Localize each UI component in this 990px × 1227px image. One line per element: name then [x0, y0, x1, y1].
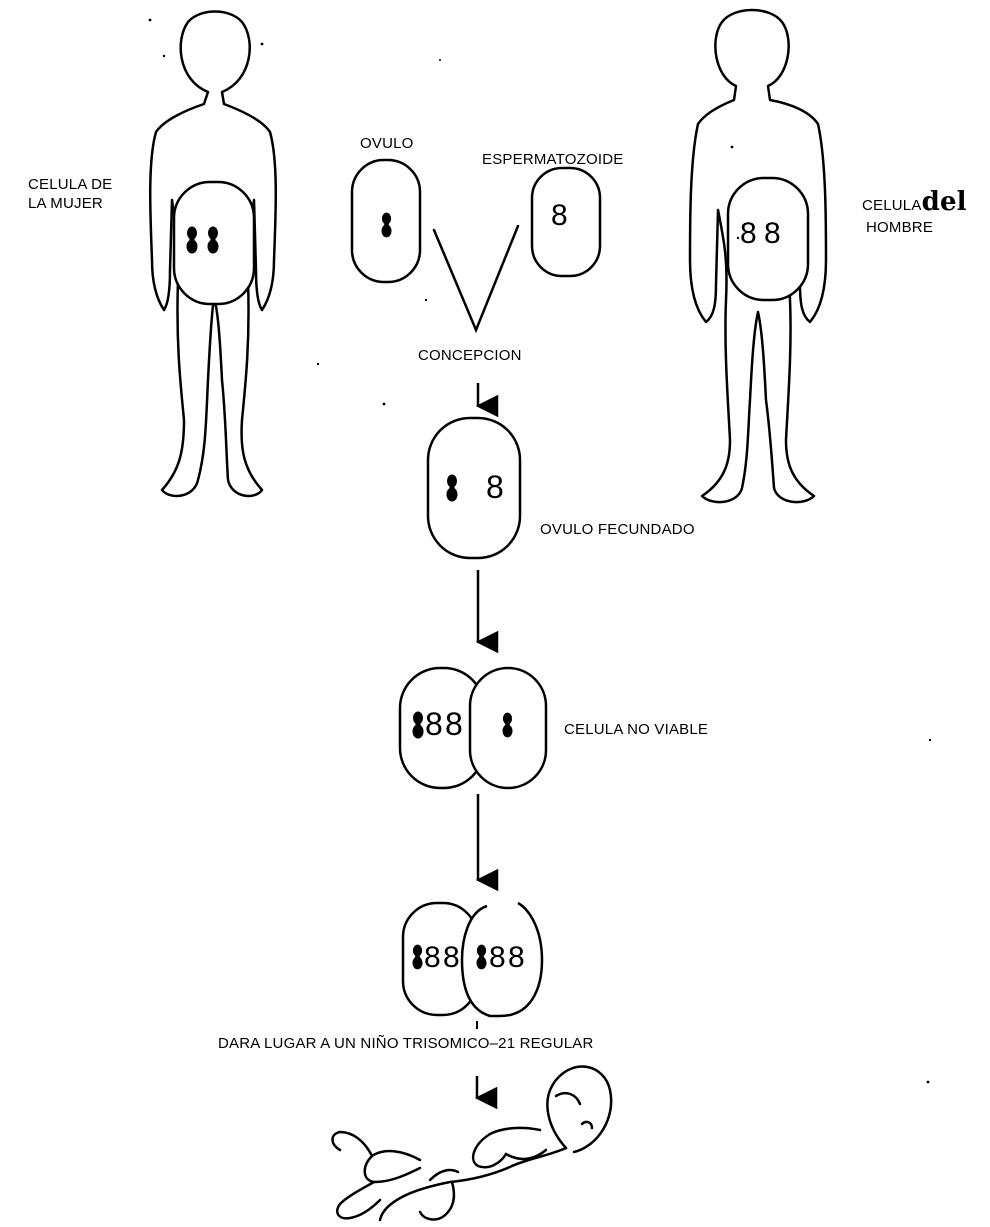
conception-label: CONCEPCION: [418, 346, 522, 365]
fertilized-ovum-cell: [428, 418, 520, 558]
chromosome-icon: 8: [551, 199, 568, 233]
chromosome-icon: 8: [443, 941, 460, 975]
chromosome-icon: 8: [425, 706, 443, 742]
nonviable-cell-label: CELULA NO VIABLE: [564, 720, 708, 739]
chromosome-icon: 8: [508, 941, 525, 975]
chromosome-icon: 8: [764, 217, 781, 251]
chromosome-icon: 8: [445, 706, 463, 742]
chromosome-icon: 8: [424, 941, 441, 975]
chromosome-icon: 8: [486, 469, 504, 505]
fertilized-ovum-label: OVULO FECUNDADO: [540, 520, 695, 539]
chromosome-icon: 8: [489, 941, 506, 975]
man-cell-label-suffix: del: [922, 187, 967, 217]
ovum-cell: [352, 160, 420, 282]
chromosome-icon: 8: [740, 217, 757, 251]
man-cell-label-prefix: CELULA: [862, 197, 922, 214]
woman-cell-label-line1: CELULA DE: [28, 175, 112, 194]
woman-cell-label-line2: LA MUJER: [28, 194, 103, 213]
baby-icon: [333, 1067, 612, 1220]
man-cell-label-line2: HOMBRE: [866, 218, 933, 237]
woman-cell: [174, 182, 254, 304]
ovum-label: OVULO: [360, 134, 414, 153]
nonviable-cell: [400, 668, 546, 788]
result-label: DARA LUGAR A UN NIÑO TRISOMICO–21 REGULA…: [218, 1034, 594, 1053]
sperm-label: ESPERMATOZOIDE: [482, 150, 623, 169]
man-cell-label-line1: CELULAdel: [862, 193, 967, 215]
conception-v-lines: [434, 226, 518, 330]
